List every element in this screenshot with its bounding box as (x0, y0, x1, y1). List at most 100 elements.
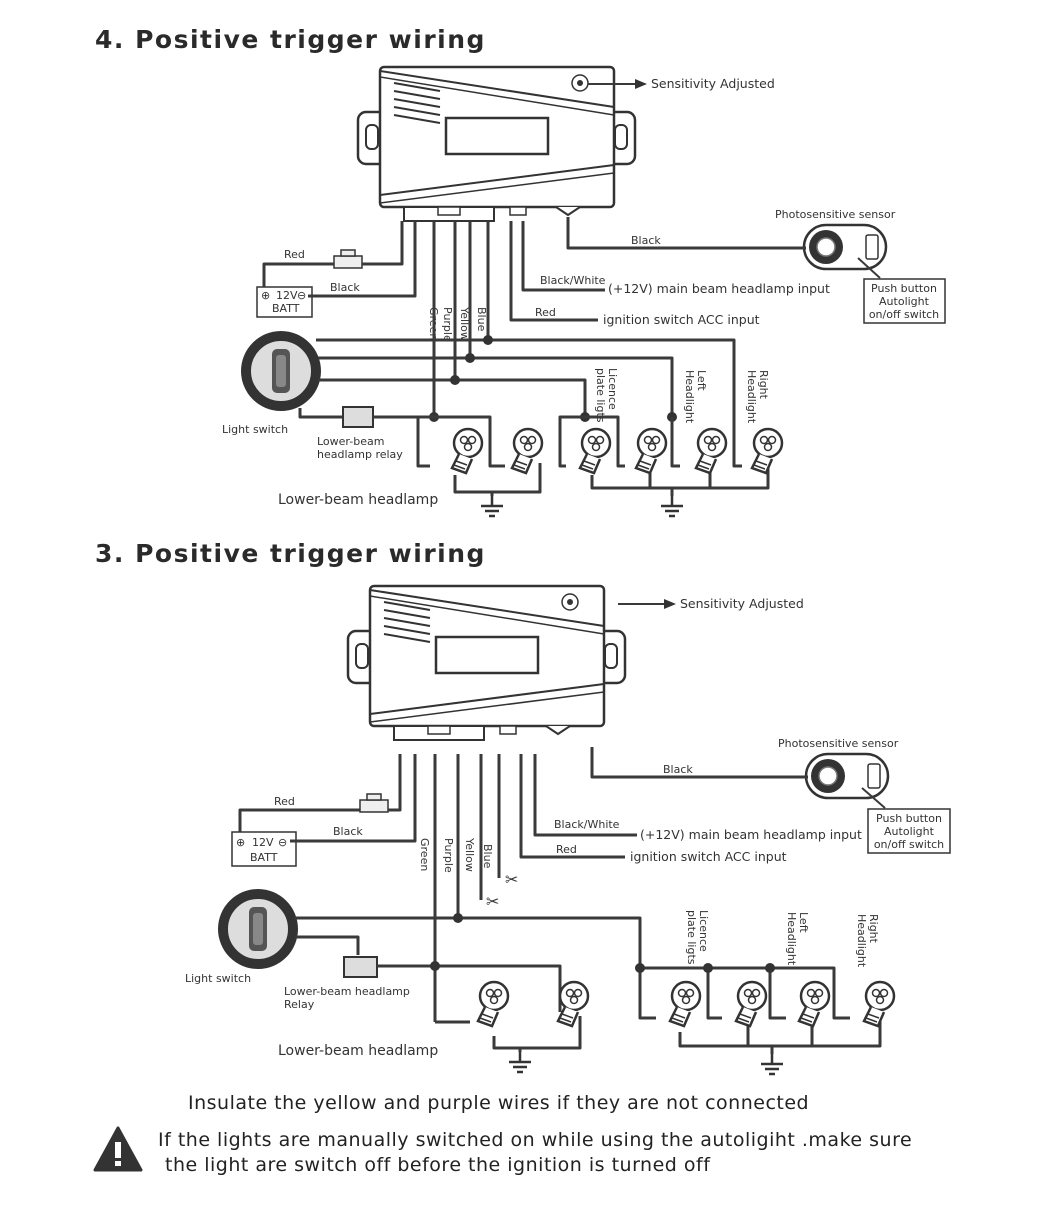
scissors-icon-2: ✂ (486, 892, 499, 911)
battery-label-2: BATT (250, 851, 278, 864)
licence-bulb (578, 427, 612, 475)
relay-icon (342, 406, 374, 428)
insulate-note: Insulate the yellow and purple wires if … (188, 1092, 809, 1114)
licence-bulb-2 (634, 427, 668, 475)
push-button-label-2: Push button (876, 812, 942, 825)
ignition-input-label-2: ignition switch ACC input (630, 849, 787, 864)
yellow-wire-label: Yellow (458, 306, 471, 341)
licence-bulb-4 (734, 980, 768, 1028)
black-white-label: Black/White (540, 274, 606, 287)
warning-line-1: If the lights are manually switched on w… (158, 1129, 912, 1151)
push-button-label: Push button (871, 282, 937, 295)
lower-beam-label: Lower-beam headlamp (278, 492, 438, 508)
left-headlight-bulb (694, 427, 728, 475)
green-wire-label-2: Green (418, 838, 431, 871)
svg-text:⊕: ⊕ (261, 289, 270, 302)
diagram-top: 4. Positive trigger wiring Sensitivity A… (95, 25, 946, 518)
right-headlight-label-2: Right (867, 914, 880, 944)
diagram-bottom-title: 3. Positive trigger wiring (95, 539, 486, 568)
control-module-2 (346, 584, 627, 742)
photosensor-icon-2 (804, 752, 890, 800)
diagram-bottom: 3. Positive trigger wiring Sensitivity A… (95, 539, 951, 1076)
ignition-input-label: ignition switch ACC input (603, 312, 760, 327)
black-white-label-2: Black/White (554, 818, 620, 831)
svg-text:⊖: ⊖ (297, 289, 306, 302)
left-headlight-label: Left (695, 370, 708, 391)
light-switch-icon-2 (217, 888, 299, 970)
relay-label-2: Lower-beam headlamp (284, 985, 410, 998)
lower-beam-bulb-3 (476, 980, 510, 1028)
scissors-icon: ✂ (505, 870, 518, 889)
lower-beam-bulb-1 (450, 427, 484, 475)
svg-text:plate ligts: plate ligts (685, 910, 698, 965)
ground-icon-2 (659, 494, 685, 518)
licence-bulb-3 (668, 980, 702, 1028)
right-headlight-label: Right (757, 370, 770, 400)
battery-icon-2 (231, 831, 297, 867)
right-headlight-bulb-2 (862, 980, 896, 1028)
light-switch-label-2: Light switch (185, 972, 251, 985)
black-batt-label: Black (330, 281, 360, 294)
svg-text:Headlight: Headlight (785, 912, 798, 966)
diagram-top-title: 4. Positive trigger wiring (95, 25, 486, 54)
battery-label: BATT (272, 302, 300, 315)
red-ign-label-2: Red (556, 843, 577, 856)
left-headlight-label-2: Left (797, 912, 810, 933)
warning-line-2: the light are switch off before the igni… (165, 1154, 711, 1176)
svg-text:Autolight: Autolight (884, 825, 935, 838)
purple-wire-label: Purple (441, 307, 454, 342)
lower-beam-bulb-2 (510, 427, 544, 475)
svg-text:12V: 12V (252, 836, 274, 849)
battery-icon (256, 286, 313, 318)
svg-text:Headlight: Headlight (855, 914, 868, 968)
licence-label-2: Licence (697, 910, 710, 952)
svg-text:⊖: ⊖ (278, 836, 287, 849)
fuse-icon-2 (359, 793, 389, 813)
red-batt-label-2: Red (274, 795, 295, 808)
relay-label: Lower-beam (317, 435, 384, 448)
main-beam-input-label-2: (+12V) main beam headlamp input (640, 827, 862, 842)
svg-text:headlamp relay: headlamp relay (317, 448, 403, 461)
right-headlight-bulb (750, 427, 784, 475)
svg-text:⊕: ⊕ (236, 836, 245, 849)
red-batt-label: Red (284, 248, 305, 261)
warning-triangle-icon (93, 1126, 143, 1172)
svg-text:on/off switch: on/off switch (874, 838, 944, 851)
svg-text:Autolight: Autolight (879, 295, 930, 308)
photosensor-label-2: Photosensitive sensor (778, 737, 899, 750)
black-sensor-label-2: Black (663, 763, 693, 776)
svg-text:12V: 12V (276, 289, 298, 302)
relay-icon-2 (343, 956, 378, 978)
purple-wire-label-2: Purple (442, 838, 455, 873)
light-switch-label: Light switch (222, 423, 288, 436)
control-module (356, 65, 637, 223)
photosensor-icon (802, 223, 888, 271)
sensitivity-label-2: Sensitivity Adjusted (680, 596, 804, 611)
notes: Insulate the yellow and purple wires if … (93, 1092, 912, 1176)
blue-wire-label: Blue (475, 307, 488, 332)
main-beam-input-label: (+12V) main beam headlamp input (608, 281, 830, 296)
black-sensor-label: Black (631, 234, 661, 247)
light-switch-icon (240, 330, 322, 412)
black-batt-label-2: Black (333, 825, 363, 838)
licence-label: Licence (606, 368, 619, 410)
left-headlight-bulb-2 (797, 980, 831, 1028)
svg-text:Headlight: Headlight (683, 370, 696, 424)
lower-beam-label-2: Lower-beam headlamp (278, 1043, 438, 1059)
fuse-icon (333, 249, 363, 269)
photosensor-label: Photosensitive sensor (775, 208, 896, 221)
red-ign-label: Red (535, 306, 556, 319)
ground-icon (479, 494, 505, 518)
yellow-wire-label-2: Yellow (463, 837, 476, 872)
ground-icon-3 (507, 1050, 533, 1074)
svg-text:Headlight: Headlight (745, 370, 758, 424)
ground-icon-4 (759, 1052, 785, 1076)
sensitivity-label: Sensitivity Adjusted (651, 76, 775, 91)
svg-text:plate ligts: plate ligts (594, 368, 607, 423)
svg-text:on/off switch: on/off switch (869, 308, 939, 321)
svg-text:Relay: Relay (284, 998, 315, 1011)
blue-wire-label-2: Blue (481, 844, 494, 869)
lower-beam-bulb-4 (556, 980, 590, 1028)
